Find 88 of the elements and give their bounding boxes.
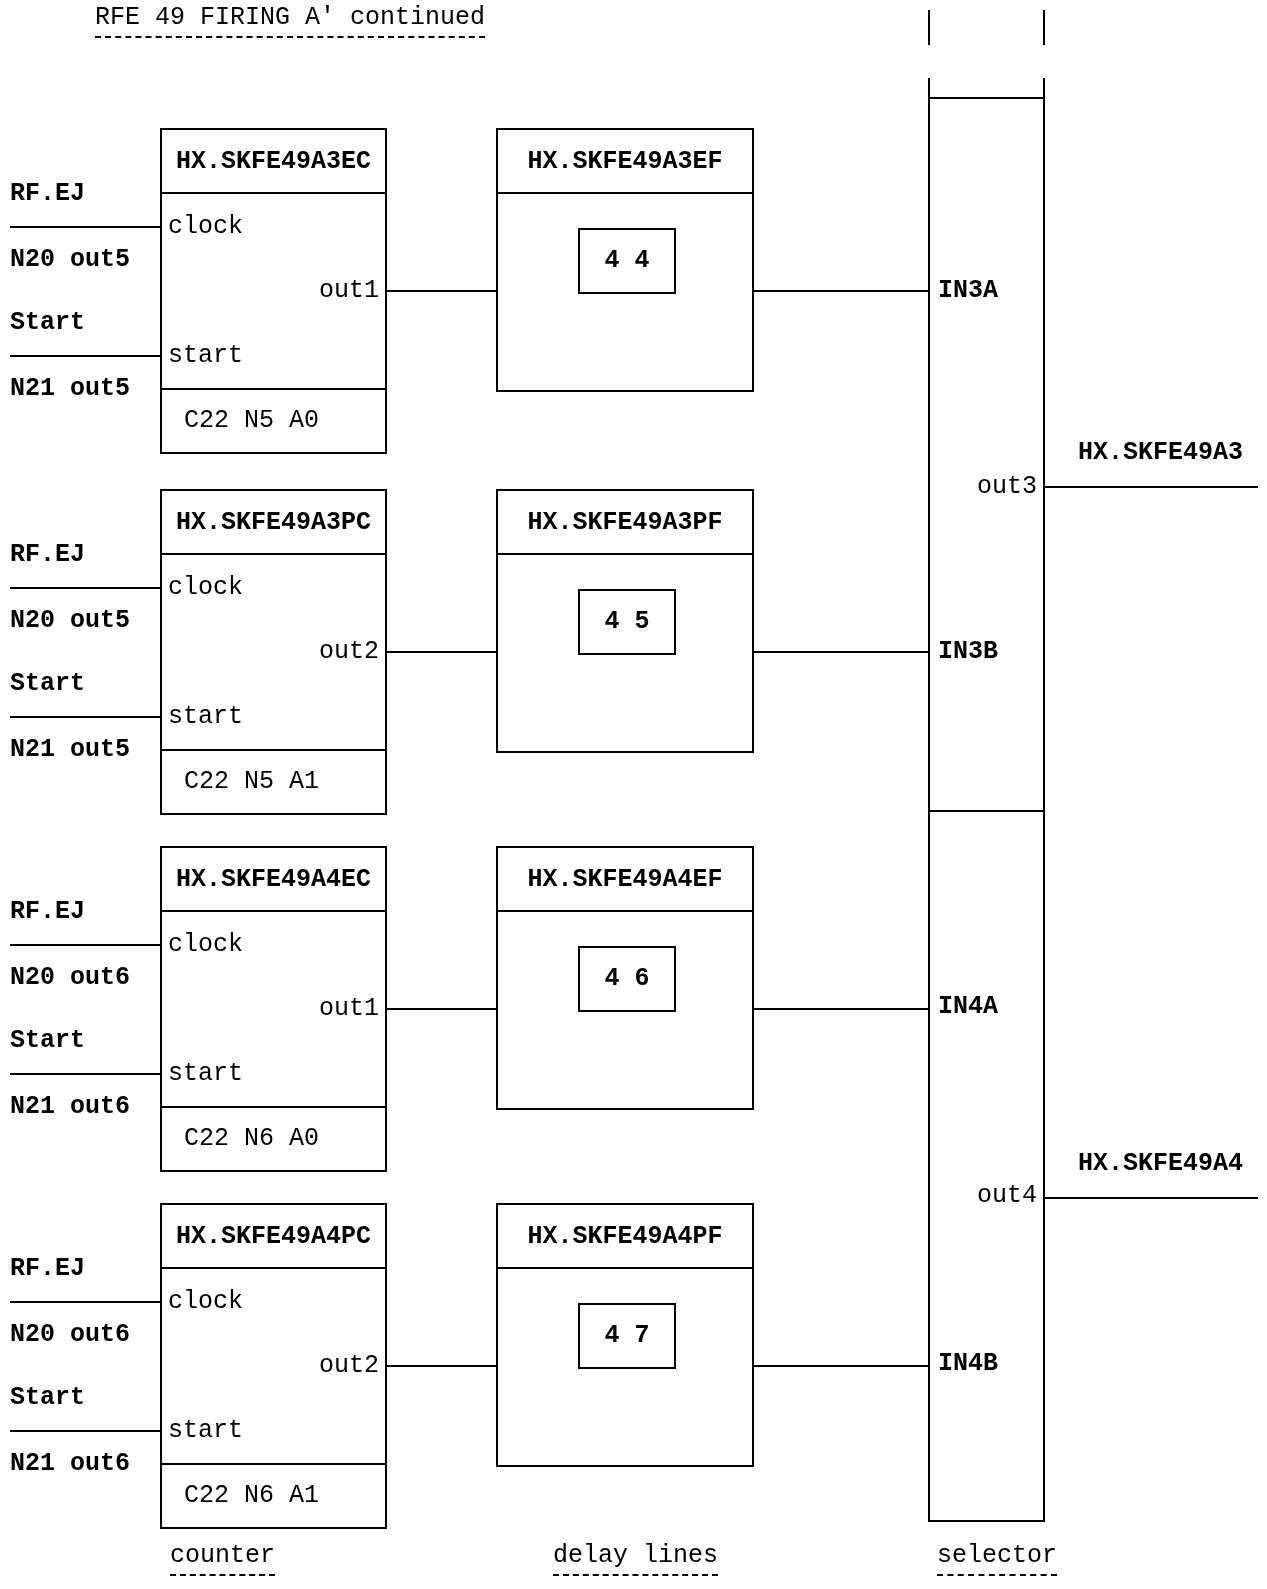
block-title: HX.SKFE49A3PC bbox=[162, 491, 385, 555]
connection-line bbox=[9, 1430, 161, 1432]
connection-line bbox=[753, 651, 929, 653]
signal-source: N21 out6 bbox=[10, 1091, 131, 1123]
signal-source: N20 out5 bbox=[10, 244, 131, 276]
port-label: clock bbox=[168, 572, 243, 604]
delay-line-block bbox=[496, 128, 754, 392]
column-label: counter bbox=[170, 1540, 276, 1576]
port-label: clock bbox=[168, 211, 243, 243]
column-label: selector bbox=[937, 1540, 1058, 1576]
connection-line bbox=[753, 1365, 929, 1367]
counter-block bbox=[160, 489, 387, 815]
connection-line bbox=[9, 355, 161, 357]
port-label: IN3A bbox=[938, 275, 998, 307]
block-title: HX.SKFE49A4EF bbox=[498, 848, 752, 912]
connection-line bbox=[9, 1073, 161, 1075]
signal-source: N20 out5 bbox=[10, 605, 131, 637]
delay-value: 4 7 bbox=[603, 1320, 651, 1352]
delay-value-box bbox=[578, 946, 676, 1012]
port-label: IN4A bbox=[938, 991, 998, 1023]
connection-line bbox=[9, 944, 161, 946]
selector-block bbox=[928, 97, 1045, 812]
delay-value: 4 5 bbox=[603, 606, 651, 638]
port-label: start bbox=[168, 340, 243, 372]
address-label: C22 N5 A1 bbox=[162, 749, 385, 813]
port-label: start bbox=[168, 1415, 243, 1447]
delay-value-box bbox=[578, 1303, 676, 1369]
signal-name: RF.EJ bbox=[10, 1253, 85, 1285]
port-label: IN3B bbox=[938, 636, 998, 668]
delay-value: 4 4 bbox=[603, 245, 651, 277]
column-label: delay lines bbox=[553, 1540, 719, 1576]
port-label: start bbox=[168, 701, 243, 733]
delay-value-box bbox=[578, 228, 676, 294]
port-label: out2 bbox=[319, 1350, 379, 1382]
signal-name: HX.SKFE49A4 bbox=[1078, 1147, 1258, 1201]
port-label: clock bbox=[168, 929, 243, 961]
address-label: C22 N5 A0 bbox=[162, 388, 385, 452]
signal-name: RF.EJ bbox=[10, 178, 85, 210]
counter-block bbox=[160, 846, 387, 1172]
signal-name: Start bbox=[10, 307, 85, 339]
block-title: HX.SKFE49A3EF bbox=[498, 130, 752, 194]
port-label: out1 bbox=[319, 993, 379, 1025]
connection-line bbox=[386, 290, 497, 292]
port-label: start bbox=[168, 1058, 243, 1090]
connection-line bbox=[753, 1008, 929, 1010]
port-label: out3 bbox=[977, 471, 1037, 503]
signal-source: N21 out6 bbox=[10, 1448, 131, 1480]
port-label: clock bbox=[168, 1286, 243, 1318]
signal-name: Start bbox=[10, 668, 85, 700]
connection-line bbox=[1044, 1197, 1259, 1199]
port-label: out2 bbox=[319, 636, 379, 668]
counter-block bbox=[160, 1203, 387, 1529]
signal-name: Start bbox=[10, 1025, 85, 1057]
delay-value-box bbox=[578, 589, 676, 655]
delay-line-block bbox=[496, 1203, 754, 1467]
port-label: IN4B bbox=[938, 1348, 998, 1380]
port-label: out1 bbox=[319, 275, 379, 307]
signal-source: N21 out5 bbox=[10, 734, 131, 766]
address-label: C22 N6 A0 bbox=[162, 1106, 385, 1170]
block-title: HX.SKFE49A4PF bbox=[498, 1205, 752, 1269]
signal-name: RF.EJ bbox=[10, 539, 85, 571]
connection-line bbox=[9, 587, 161, 589]
connection-line bbox=[386, 1365, 497, 1367]
block-title: HX.SKFE49A4PC bbox=[162, 1205, 385, 1269]
block-title: HX.SKFE49A3PF bbox=[498, 491, 752, 555]
connection-line bbox=[1044, 486, 1259, 488]
block-title: HX.SKFE49A4EC bbox=[162, 848, 385, 912]
connection-line bbox=[9, 716, 161, 718]
connection-line bbox=[753, 290, 929, 292]
page-title: RFE 49 FIRING A' continued bbox=[95, 2, 486, 38]
connection-line bbox=[9, 226, 161, 228]
signal-name: Start bbox=[10, 1382, 85, 1414]
address-label: C22 N6 A1 bbox=[162, 1463, 385, 1527]
signal-source: N21 out5 bbox=[10, 373, 131, 405]
connection-line bbox=[9, 1301, 161, 1303]
signal-source: N20 out6 bbox=[10, 962, 131, 994]
selector-block bbox=[928, 810, 1045, 1522]
block-title: HX.SKFE49A3EC bbox=[162, 130, 385, 194]
connection-line bbox=[386, 651, 497, 653]
signal-name: RF.EJ bbox=[10, 896, 85, 928]
delay-value: 4 6 bbox=[603, 963, 651, 995]
delay-line-block bbox=[496, 489, 754, 753]
signal-name: HX.SKFE49A3 bbox=[1078, 436, 1258, 490]
delay-line-block bbox=[496, 846, 754, 1110]
signal-source: N20 out6 bbox=[10, 1319, 131, 1351]
port-label: out4 bbox=[977, 1180, 1037, 1212]
counter-block bbox=[160, 128, 387, 454]
connection-line bbox=[386, 1008, 497, 1010]
